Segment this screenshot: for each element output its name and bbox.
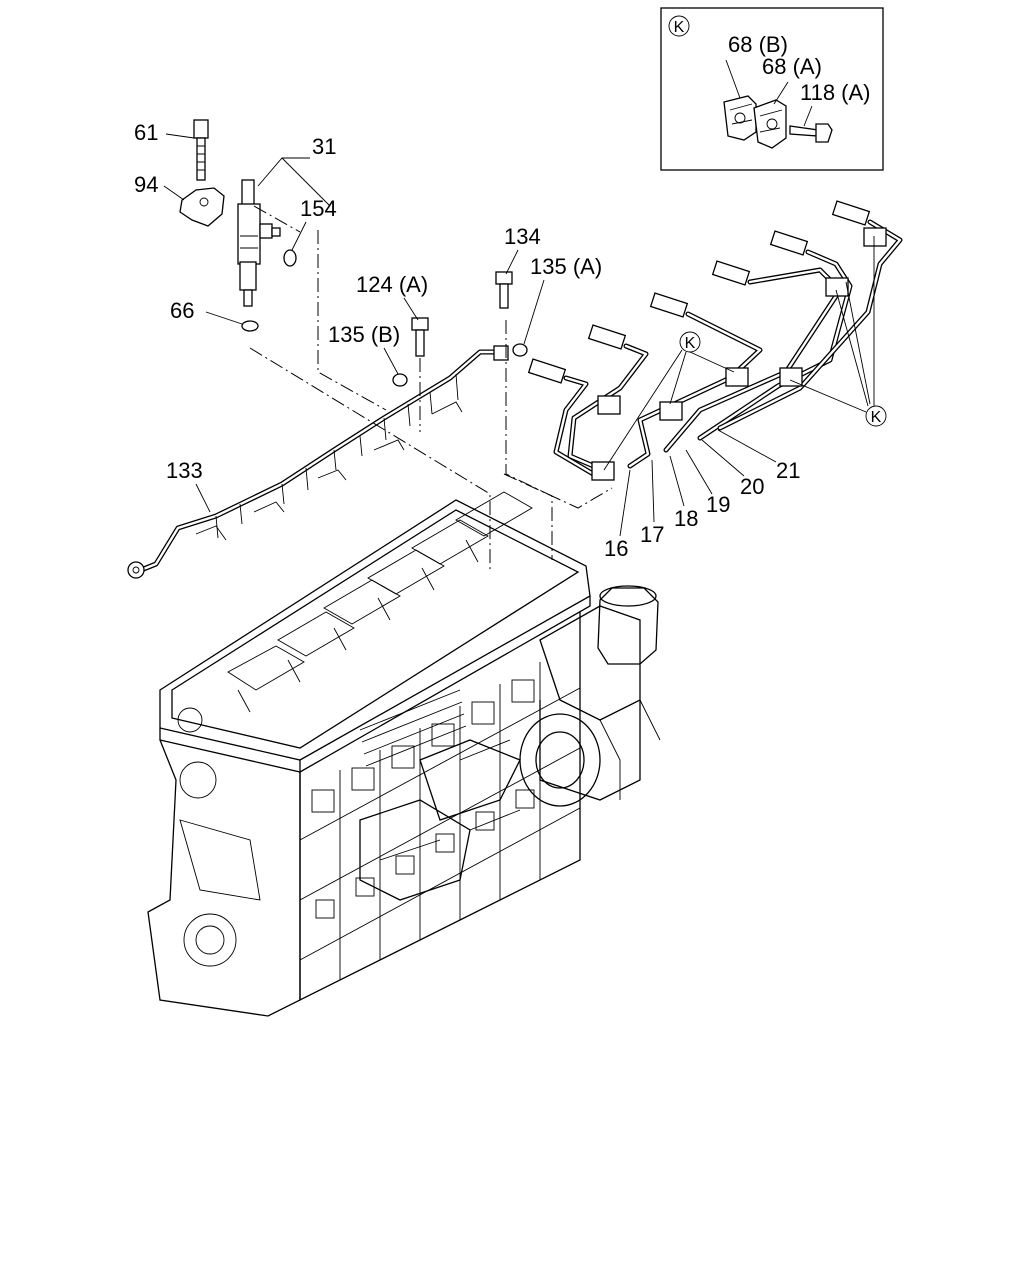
stud-icon xyxy=(193,119,209,181)
svg-text:K: K xyxy=(685,335,696,352)
seal-66-icon xyxy=(241,320,259,332)
label-17: 17 xyxy=(640,522,664,547)
leader-118a xyxy=(803,105,813,127)
label-135a: 135 (A) xyxy=(530,254,602,279)
washer-135b-icon xyxy=(392,373,408,387)
label-18: 18 xyxy=(674,506,698,531)
bolt-icon xyxy=(789,123,833,143)
pipe-clip xyxy=(825,277,849,297)
label-21: 21 xyxy=(776,458,800,483)
washer-135a-icon xyxy=(512,343,528,357)
pipe-connectors xyxy=(527,200,871,384)
pipe-clip xyxy=(863,227,887,247)
label-20: 20 xyxy=(740,474,764,499)
label-118a: 118 (A) xyxy=(800,80,871,105)
alignment-lines xyxy=(249,205,613,572)
label-68a: 68 (A) xyxy=(762,54,822,79)
label-133: 133 xyxy=(166,458,203,483)
label-66: 66 xyxy=(170,298,194,323)
svg-text:K: K xyxy=(871,409,882,426)
label-68b: 68 (B) xyxy=(728,32,788,57)
inset-badge-circle xyxy=(668,15,690,37)
label-61: 61 xyxy=(134,120,158,145)
clip-a-icon xyxy=(753,99,787,149)
label-16: 16 xyxy=(604,536,628,561)
label-134: 134 xyxy=(504,224,541,249)
engine-block xyxy=(147,491,661,1017)
pipe-clip xyxy=(597,395,621,415)
label-124a: 124 (A) xyxy=(356,272,428,297)
inset-frame xyxy=(660,7,884,171)
pipe-clip xyxy=(779,367,803,387)
k-marker-right xyxy=(865,405,887,427)
bolt-134-icon xyxy=(495,271,513,309)
inset-badge-letter: K xyxy=(674,19,685,36)
bolt-124a-icon xyxy=(411,317,429,357)
label-135b: 135 (B) xyxy=(328,322,400,347)
injector-group: 61 94 31 154 66 xyxy=(134,119,337,332)
label-154: 154 xyxy=(300,196,337,221)
clip-b-icon xyxy=(723,95,757,141)
detail-inset: K 68 (B) 68 (A) 118 (A) xyxy=(660,7,884,171)
pipe-clip xyxy=(591,461,615,481)
leader-68a xyxy=(773,81,789,105)
injector-icon xyxy=(237,179,281,307)
clamp-icon xyxy=(179,187,225,227)
o-ring-154-icon xyxy=(283,249,297,267)
pipe-clip xyxy=(725,367,749,387)
injection-pipes xyxy=(527,200,903,481)
leader-68b xyxy=(725,59,741,99)
label-94: 94 xyxy=(134,172,158,197)
fuel-return-pipe xyxy=(127,345,509,579)
pipe-clip xyxy=(659,401,683,421)
label-31: 31 xyxy=(312,134,336,159)
label-19: 19 xyxy=(706,492,730,517)
